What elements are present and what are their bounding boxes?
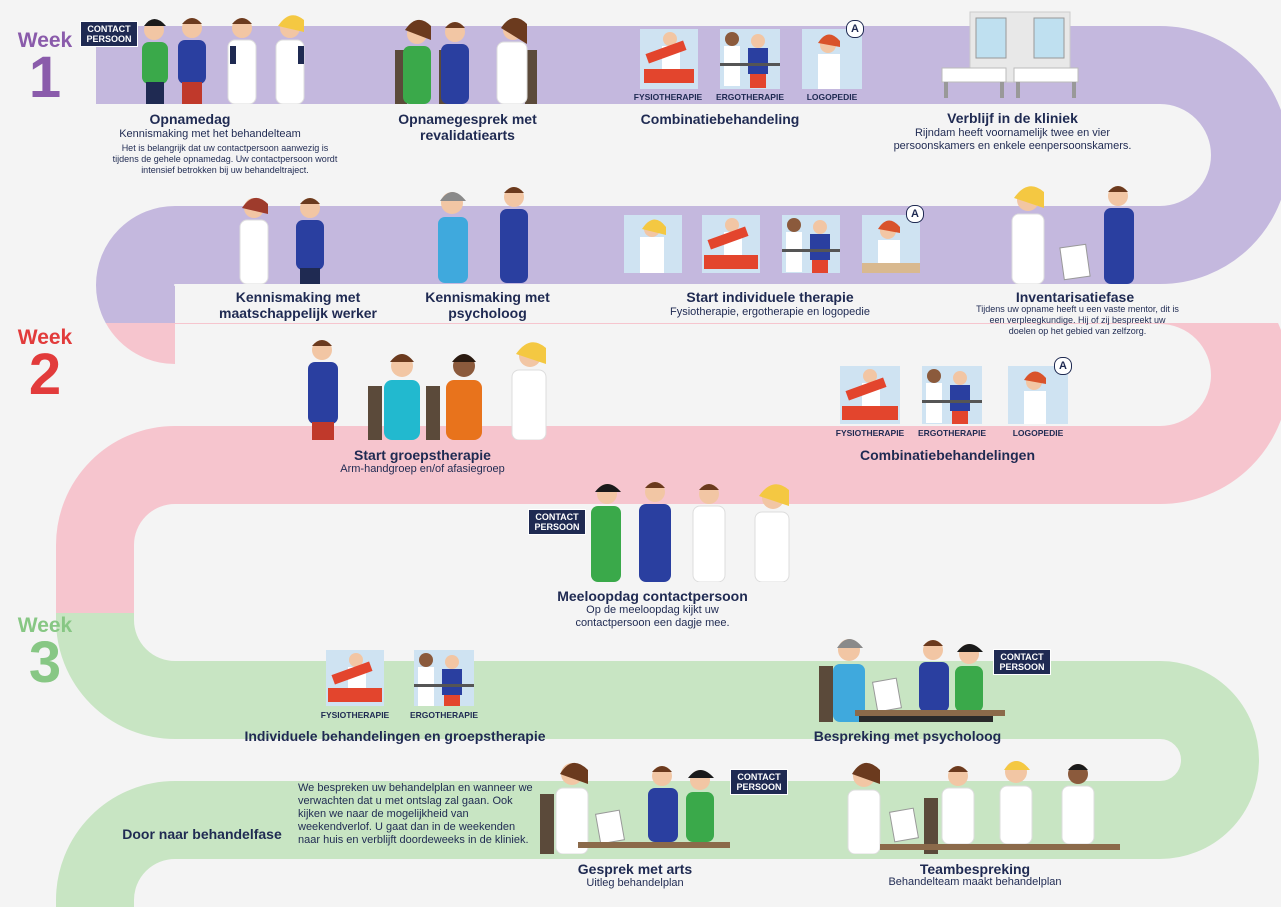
team-illustration <box>847 761 1120 854</box>
arts-illustration <box>540 762 730 854</box>
logopedie-tile-2 <box>1008 366 1068 424</box>
verblijf-illustration <box>941 11 1079 98</box>
ergotherapie-tile-3 <box>414 650 474 706</box>
opnamedag-subtitle: Kennismaking met het behandelteam <box>119 128 301 140</box>
contact-person-badge: CONTACT PERSOON <box>80 21 138 47</box>
meeloop-title: Meeloopdag contactpersoon <box>557 588 748 604</box>
psycholoog-illustration <box>438 187 528 283</box>
opnamegesprek-illustration <box>395 17 537 104</box>
individuele-tile-2 <box>702 215 760 273</box>
ergotherapie-tile <box>720 29 780 89</box>
inventarisatie-title: Inventarisatiefase <box>1015 289 1135 305</box>
logopedie-tile <box>802 29 862 89</box>
fysiotherapie-tile <box>640 29 698 89</box>
logopedie-label-2: LOGOPEDIE <box>1012 428 1064 438</box>
groeps-title: Start groepstherapie <box>354 447 491 463</box>
bespreking-title: Bespreking met psycholoog <box>813 728 1002 744</box>
ergotherapie-label: ERGOTHERAPIE <box>715 92 784 102</box>
meeloop-illustration <box>591 482 790 582</box>
combinatie1-title: Combinatiebehandeling <box>640 111 800 127</box>
ergotherapie-label-2: ERGOTHERAPIE <box>917 428 986 438</box>
fysiotherapie-tile-3 <box>326 650 384 706</box>
bespreking-illustration <box>819 639 1005 722</box>
groeps-illustration <box>308 340 547 440</box>
individuele-tile-1 <box>624 215 682 273</box>
logopedie-mark-2: A <box>906 205 924 223</box>
opnamegesprek-title: Opnamegesprek met revalidatiearts <box>398 111 537 143</box>
team-subtitle: Behandelteam maakt behandelplan <box>888 876 1062 888</box>
verblijf-subtitle: Rijndam heeft voornamelijk twee en vier … <box>893 127 1132 152</box>
contact-person-badge-4: CONTACT PERSOON <box>730 769 788 795</box>
individuele-title: Start individuele therapie <box>686 289 854 305</box>
fysiotherapie-label: FYSIOTHERAPIE <box>633 92 703 102</box>
indiv-groep-title: Individuele behandelingen en groepsthera… <box>244 728 546 744</box>
combinatie2-title: Combinatiebehandelingen <box>859 447 1035 463</box>
inventarisatie-subtitle: Tijdens uw opname heeft u een vaste ment… <box>976 304 1179 336</box>
individuele-tile-4 <box>862 215 920 273</box>
logopedie-label: LOGOPEDIE <box>806 92 858 102</box>
opnamedag-note: Het is belangrijk dat uw contactpersoon … <box>112 143 338 175</box>
psycholoog-title: Kennismaking met psycholoog <box>425 289 550 321</box>
logopedie-mark-3: A <box>1054 357 1072 375</box>
groeps-subtitle: Arm-handgroep en/of afasiegroep <box>340 463 505 475</box>
fysiotherapie-label-3: FYSIOTHERAPIE <box>320 710 390 720</box>
ergotherapie-tile-2 <box>922 366 982 424</box>
door-title: Door naar behandelfase <box>122 826 282 842</box>
door-note: We bespreken uw behandelplan en wanneer … <box>298 782 533 846</box>
arts-subtitle: Uitleg behandelplan <box>586 877 684 889</box>
maatschappelijk-title: Kennismaking met maatschappelijk werker <box>219 289 377 321</box>
meeloop-subtitle: Op de meeloopdag kijkt uw contactpersoon… <box>575 604 730 629</box>
logopedie-mark: A <box>846 20 864 38</box>
team-title: Teambespreking <box>919 861 1031 877</box>
individuele-subtitle: Fysiotherapie, ergotherapie en logopedie <box>670 306 870 318</box>
opnamedag-illustration <box>142 15 305 104</box>
opnamedag-title: Opnamedag <box>149 111 231 127</box>
inventarisatie-illustration <box>1011 186 1134 284</box>
road-week2 <box>56 323 1281 613</box>
fysiotherapie-tile-2 <box>840 366 900 424</box>
road-week3 <box>56 613 1259 907</box>
contact-person-badge-3: CONTACT PERSOON <box>993 649 1051 675</box>
individuele-tile-3 <box>782 215 840 273</box>
maatschappelijk-illustration <box>239 197 324 284</box>
ergotherapie-label-3: ERGOTHERAPIE <box>409 710 478 720</box>
contact-person-badge-2: CONTACT PERSOON <box>528 509 586 535</box>
road-week1 <box>96 25 1281 323</box>
fysiotherapie-label-2: FYSIOTHERAPIE <box>835 428 905 438</box>
verblijf-title: Verblijf in de kliniek <box>947 110 1078 126</box>
arts-title: Gesprek met arts <box>577 861 693 877</box>
